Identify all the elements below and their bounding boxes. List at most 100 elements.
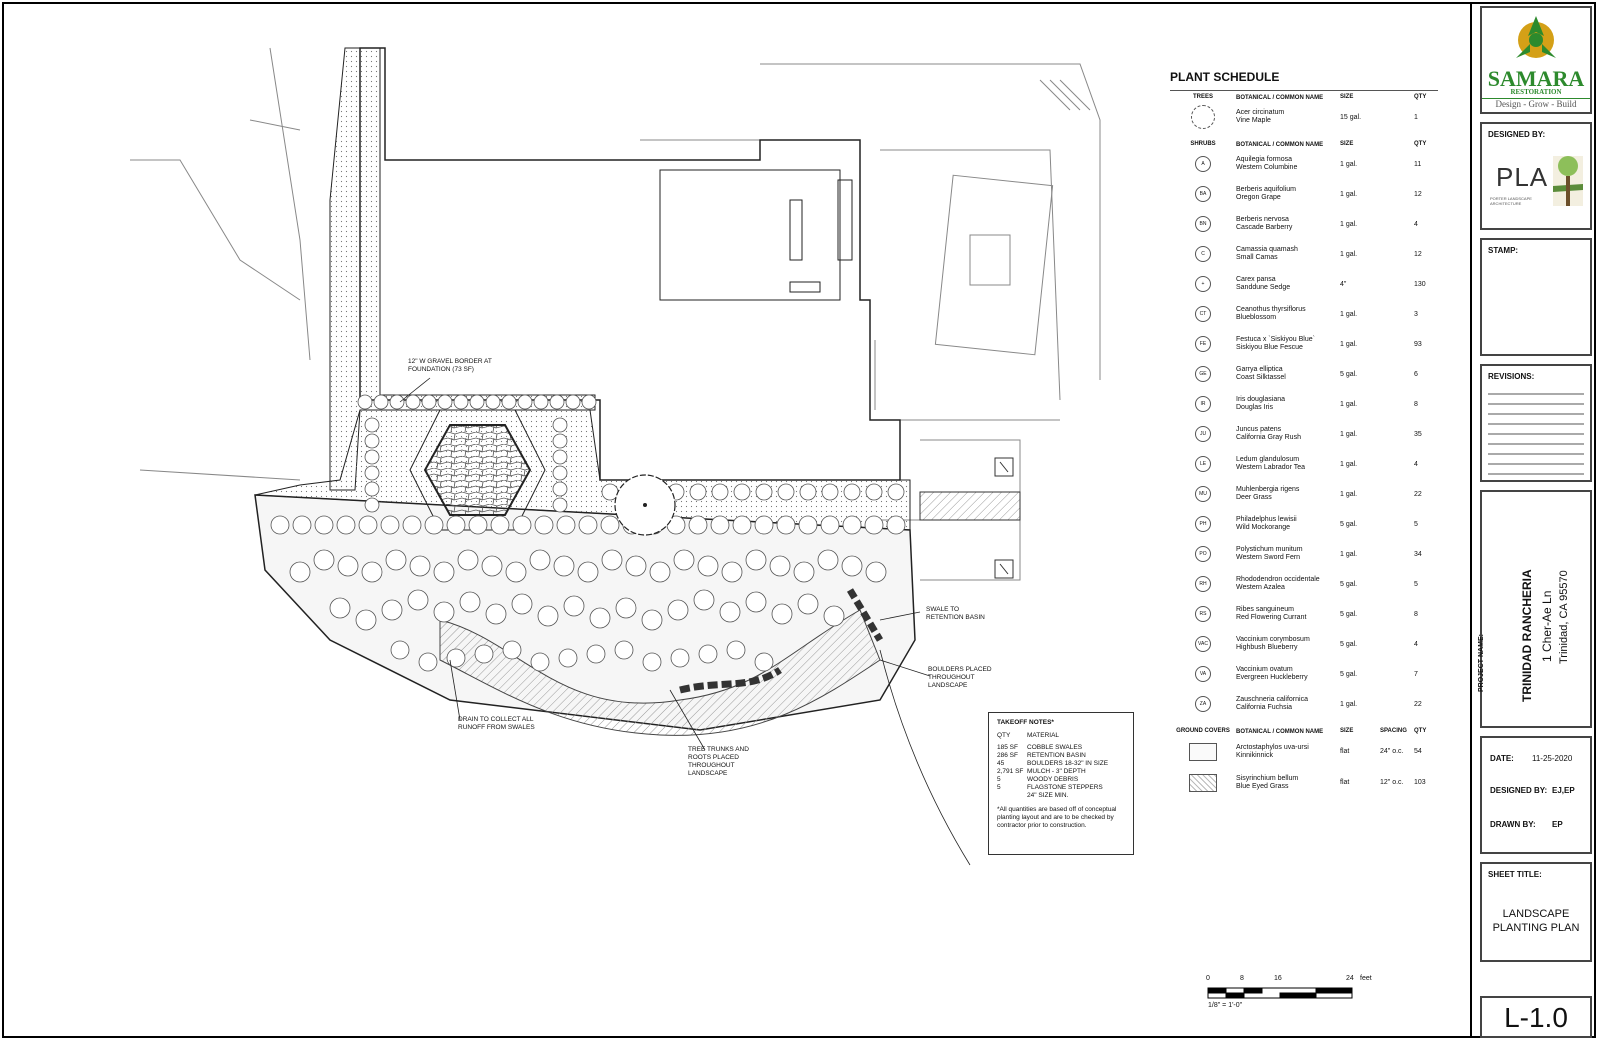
shrub-common: Oregon Grape: [1236, 194, 1281, 201]
designer-label: DESIGNED BY:: [1490, 786, 1548, 795]
shrub-size: 1 gal.: [1340, 190, 1358, 198]
project-city: Trinidad, CA 95570: [1558, 570, 1570, 664]
scale-bar: [1207, 987, 1353, 999]
shrub-size: 1 gal.: [1340, 400, 1358, 408]
shrub-symbol: PH: [1195, 516, 1211, 532]
shrub-qty: 4: [1414, 460, 1418, 468]
tree-symbol: [1191, 105, 1215, 129]
note-material: MULCH - 3" DEPTH: [1027, 768, 1086, 775]
shrubs-qty-h: QTY: [1414, 141, 1427, 147]
shrub-symbol: BN: [1195, 216, 1211, 232]
sheet-title-2: PLANTING PLAN: [1492, 922, 1580, 934]
note-material: BOULDERS 18-32" IN SIZE: [1027, 760, 1109, 767]
shrub-qty: 6: [1414, 370, 1418, 378]
note-qty: [997, 792, 1027, 800]
note-qty: 5: [997, 776, 1001, 783]
logo-tagline: Design - Grow - Build: [1482, 98, 1590, 109]
shrub-common: Evergreen Huckleberry: [1236, 674, 1308, 681]
shrub-common: Red Flowering Currant: [1236, 614, 1307, 621]
stamp-label: STAMP:: [1488, 246, 1519, 255]
shrub-botanical: Ledum glandulosum: [1236, 456, 1300, 463]
shrub-botanical: Vaccinium ovatum: [1236, 666, 1293, 673]
shrub-common: Western Labrador Tea: [1236, 464, 1306, 471]
shrub-symbol: GE: [1195, 366, 1211, 382]
shrub-qty: 22: [1414, 490, 1422, 498]
groundcover-common: Kinnikinnick: [1236, 751, 1273, 759]
shrub-qty: 22: [1414, 700, 1422, 708]
ground-spacing-h: SPACING: [1380, 728, 1407, 734]
shrub-botanical: Zauschneria californica: [1236, 696, 1308, 703]
shrub-common: Deer Grass: [1236, 494, 1272, 501]
groundcover-botanical: Sisyrinchium bellum: [1236, 774, 1299, 782]
shrub-botanical: Polystichum munitum: [1236, 546, 1303, 553]
shrub-common: Small Camas: [1236, 254, 1278, 261]
ground-size-h: SIZE: [1340, 728, 1354, 734]
groundcover-spacing: 12" o.c.: [1380, 779, 1404, 786]
note-row: 45 BOULDERS 18-32" IN SIZE: [997, 760, 1125, 768]
groundcover-spacing: 24" o.c.: [1380, 748, 1404, 755]
groundcover-botanical: Arctostaphylos uva-ursi: [1236, 743, 1309, 751]
shrub-size: 1 gal.: [1340, 250, 1358, 258]
shrub-common: Coast Silktassel: [1236, 374, 1286, 381]
shrub-botanical: Philadelphus lewisii: [1236, 516, 1297, 523]
scale-tick-0: 0: [1206, 975, 1210, 982]
callout-gravel-border: 12" W GRAVEL BORDER AT FOUNDATION (73 SF…: [408, 358, 492, 373]
note-qty: 286 SF: [997, 752, 1018, 759]
shrub-symbol: RH: [1195, 576, 1211, 592]
designed-by-panel: DESIGNED BY: PLA PORTER LANDSCAPE ARCHIT…: [1480, 122, 1592, 230]
shrubs-cat: SHRUBS: [1190, 141, 1216, 147]
drawn-value: EP: [1552, 820, 1563, 829]
flagstone-patio: [423, 424, 532, 516]
shrub-symbol: CT: [1195, 306, 1211, 322]
shrub-size: 5 gal.: [1340, 610, 1358, 618]
site-plan: [130, 47, 1353, 999]
note-qty: 5: [997, 784, 1001, 791]
shrub-common: Wild Mockorange: [1236, 524, 1291, 531]
shrub-qty: 35: [1414, 430, 1422, 438]
shrub-botanical: Berberis nervosa: [1236, 216, 1289, 223]
shrub-symbol: VAC: [1195, 636, 1211, 652]
shrub-size: 1 gal.: [1340, 430, 1358, 438]
parking-area: [919, 457, 1021, 579]
shrub-qty: 12: [1414, 250, 1422, 258]
shrub-botanical: Aquilegia formosa: [1236, 156, 1293, 163]
shrubs-size-h: SIZE: [1340, 141, 1354, 147]
note-qty: 45: [997, 760, 1005, 767]
shrub-symbol: VA: [1195, 666, 1211, 682]
firm-illustration-icon: [1553, 156, 1583, 206]
shrub-size: 1 gal.: [1340, 490, 1358, 498]
date-value: 11-25-2020: [1532, 754, 1573, 763]
info-panel: DATE: 11-25-2020 DESIGNED BY: EJ,EP DRAW…: [1480, 736, 1592, 854]
shrub-size: 1 gal.: [1340, 340, 1358, 348]
shrub-symbol: A: [1195, 156, 1211, 172]
shrub-size: 5 gal.: [1340, 670, 1358, 678]
groundcover-symbol: [1189, 773, 1217, 792]
shrub-symbol: MU: [1195, 486, 1211, 502]
project-address: 1 Cher-Ae Ln: [1540, 590, 1554, 662]
sheet-number-panel: L-1.0: [1480, 996, 1592, 1038]
shrub-symbol: C: [1195, 246, 1211, 262]
shrub-botanical: Berberis aquifolium: [1236, 186, 1296, 193]
shrub-common: California Gray Rush: [1236, 434, 1301, 441]
firm-abbr: PLA: [1496, 162, 1549, 192]
shrub-botanical: Camassia quamash: [1236, 246, 1298, 253]
shrub-size: 1 gal.: [1340, 460, 1358, 468]
tree-qty: 1: [1414, 113, 1418, 121]
shrubs-header: SHRUBS BOTANICAL / COMMON NAME SIZE QTY: [1170, 138, 1438, 149]
callout-tree-trunks: TREE TRUNKS AND ROOTS PLACED THROUGHOUT …: [688, 746, 749, 777]
shrub-botanical: Garrya elliptica: [1236, 366, 1283, 373]
ground-qty-h: QTY: [1414, 728, 1427, 734]
sheet-title-panel: SHEET TITLE: LANDSCAPE PLANTING PLAN: [1480, 862, 1592, 962]
scale-tick-8: 8: [1240, 975, 1244, 982]
shrub-size: 5 gal.: [1340, 370, 1358, 378]
